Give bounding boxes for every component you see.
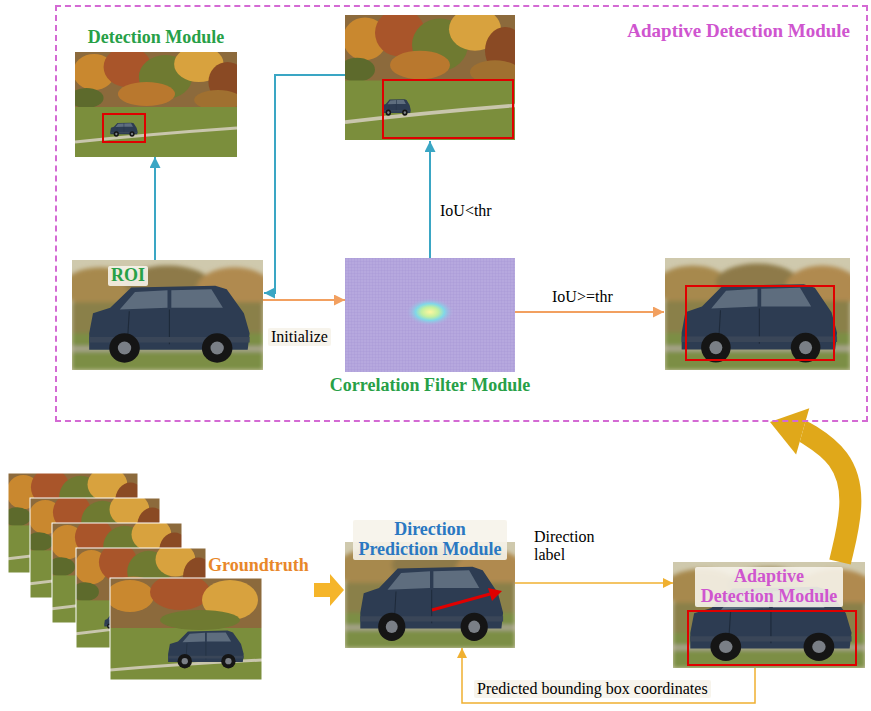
direction-arrow-head (488, 588, 502, 601)
flow-arrow (154, 157, 156, 260)
feedback-arrow (803, 431, 851, 562)
connector-group (155, 157, 156, 260)
bounding-box (103, 114, 145, 142)
response-map (345, 258, 515, 372)
edge-label: Direction label (534, 528, 604, 563)
arrow-head (770, 408, 809, 454)
response-grid (345, 258, 515, 372)
edge-label: Predicted bounding box coordinates (474, 680, 711, 698)
module-title: Adaptive Detection Module (695, 567, 843, 607)
flow-arrow (264, 75, 345, 293)
connector-group (770, 408, 850, 562)
flow-arrow (462, 648, 755, 703)
frame-image (69, 46, 246, 157)
illustration-part (106, 574, 262, 680)
condition-label: IoU>=thr (552, 288, 613, 306)
frame-image (656, 258, 860, 370)
label-holder: Predicted bounding box coordinates (474, 680, 711, 698)
roi-image (62, 260, 272, 370)
label-holder: IoU>=thr (552, 288, 613, 306)
label-holder: Direction label (534, 528, 604, 563)
bounding-box (383, 80, 513, 138)
condition-label: IoU<thr (440, 202, 492, 220)
module-title: Detection Module (75, 28, 237, 48)
response-peak (406, 298, 454, 326)
bounding-box (686, 286, 834, 360)
module-title: Correlation Filter Module (310, 376, 550, 396)
flow-arrow (515, 582, 673, 584)
flow-arrow (263, 299, 345, 301)
connector-group (263, 300, 345, 301)
connector-group (462, 648, 755, 703)
input-label: Groundtruth (208, 556, 309, 576)
flow-arrow (429, 141, 431, 258)
edge-label: Initialize (268, 328, 331, 346)
label-holder: Initialize (268, 328, 331, 346)
flow-arrow (515, 311, 664, 313)
frame-image (339, 8, 525, 140)
module-image: Direction Prediction Module (345, 542, 515, 648)
label-holder: IoU<thr (440, 202, 492, 220)
module-image: ROI (72, 260, 263, 370)
module-image: Adaptive Detection Module (673, 562, 865, 668)
module-image: Correlation Filter Module (345, 258, 515, 372)
module-title: Direction Prediction Module (353, 520, 507, 560)
module-image: Detection Module (75, 52, 237, 157)
module-title: ROI (108, 266, 148, 286)
direction-arrow (432, 594, 490, 610)
label-holder: Groundtruth (208, 556, 309, 576)
illustration-part (110, 578, 262, 680)
bounding-box (688, 611, 856, 665)
block-arrow (314, 574, 344, 606)
frame-image (663, 562, 871, 668)
connector-group (515, 583, 673, 584)
